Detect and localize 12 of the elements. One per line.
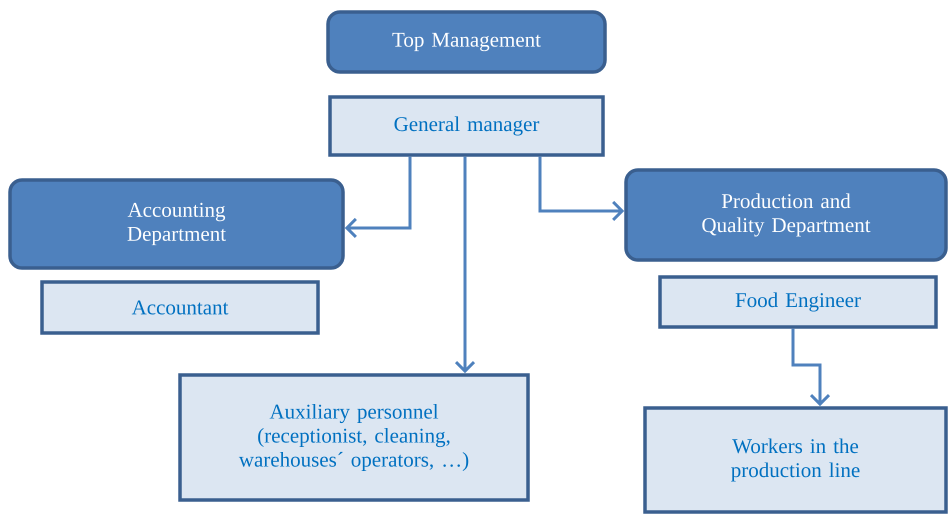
role-box: Accountant <box>40 280 320 335</box>
arrow <box>538 156 624 222</box>
department-box: Top Management <box>326 10 607 74</box>
role-box: Auxiliary personnel (receptionist, cleaning, warehouses´ operators, …) <box>178 373 530 502</box>
role-box: Food Engineer <box>658 275 938 329</box>
role-box: General manager <box>328 95 605 157</box>
department-box: Production and Quality Department <box>624 168 948 262</box>
arrow <box>344 156 412 238</box>
role-box: Workers in the production line <box>643 406 948 514</box>
arrow <box>792 328 830 406</box>
arrow <box>454 156 476 374</box>
department-box: Accounting Department <box>8 178 345 270</box>
